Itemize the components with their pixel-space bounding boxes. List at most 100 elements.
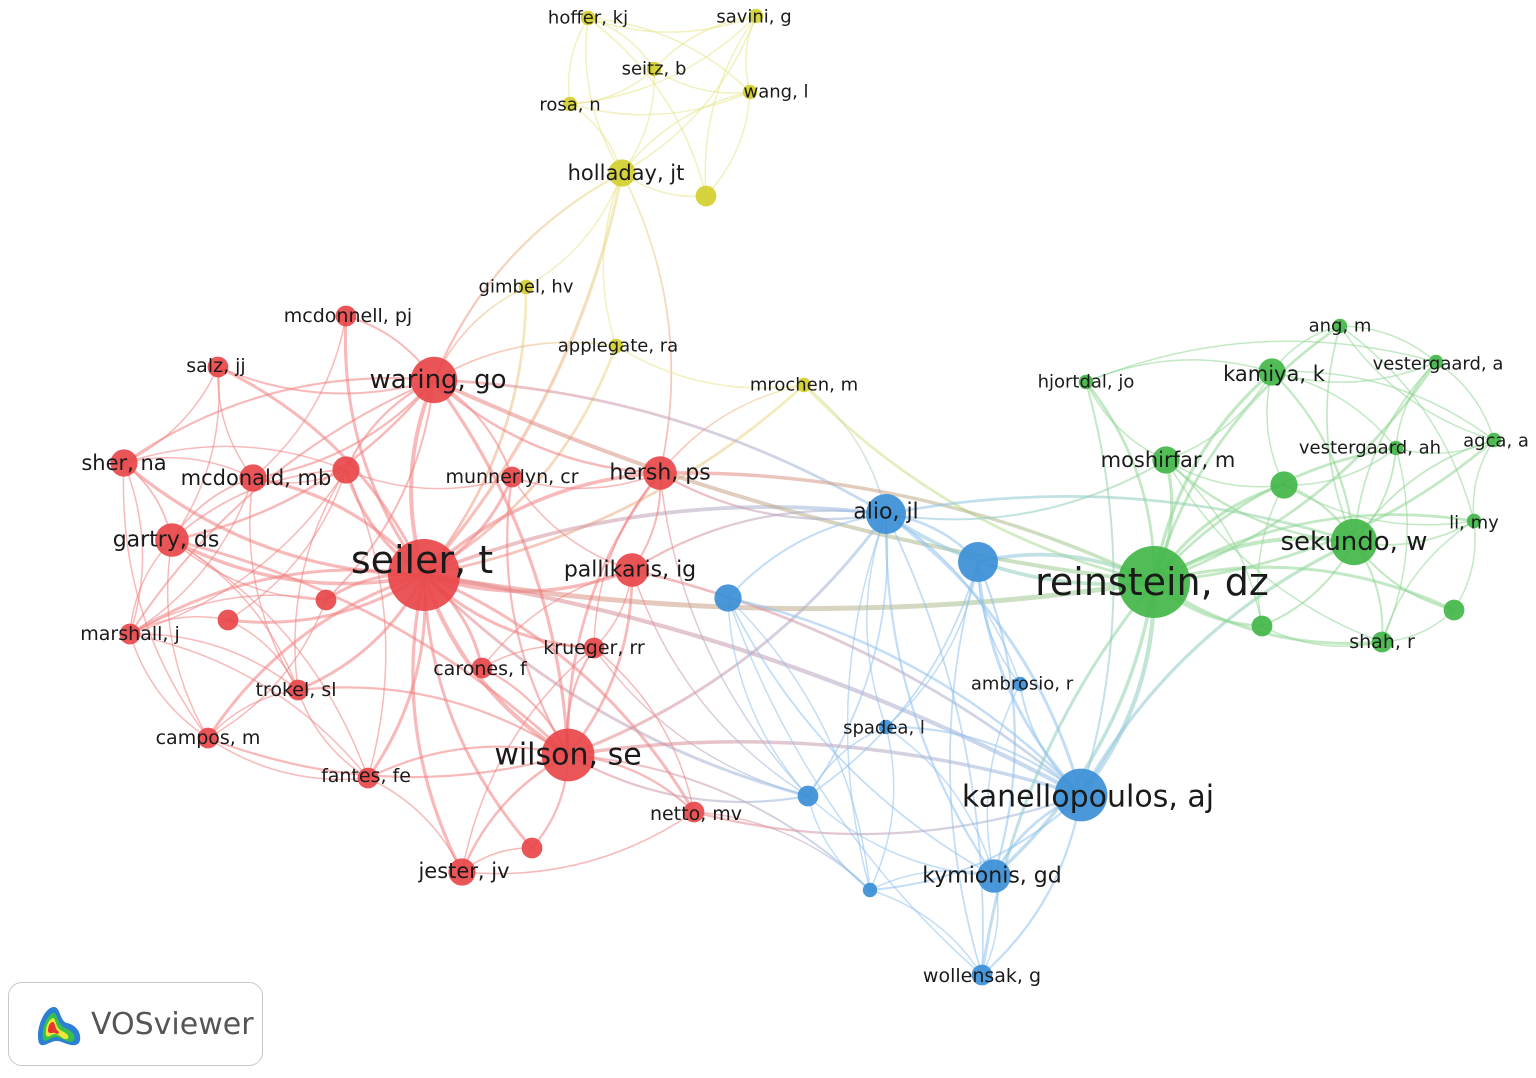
node-reinstein[interactable] [1118, 546, 1190, 618]
label-gimbel[interactable]: gimbel, hv [479, 277, 574, 298]
node-trokel[interactable] [287, 679, 309, 701]
node-gartry[interactable] [155, 523, 189, 557]
label-kamiya[interactable]: kamiya, k [1223, 362, 1326, 386]
label-krueger[interactable]: krueger, rr [543, 637, 645, 659]
node-kymionis[interactable] [977, 859, 1011, 893]
node-campos[interactable] [197, 727, 219, 749]
node-gimbel[interactable] [518, 279, 534, 295]
node-savini[interactable] [748, 8, 764, 24]
node-wollensak[interactable] [971, 964, 993, 986]
label-wang[interactable]: wang, l [743, 82, 808, 103]
node-jester[interactable] [448, 858, 476, 886]
node-applegate[interactable] [608, 338, 624, 354]
node-sekundo[interactable] [1330, 518, 1378, 566]
node-hersh[interactable] [643, 456, 677, 490]
node-krueger[interactable] [583, 637, 605, 659]
node-g1[interactable] [1270, 471, 1298, 499]
node-wilson[interactable] [541, 728, 595, 782]
label-ang[interactable]: ang, m [1309, 316, 1372, 337]
node-r3[interactable] [217, 609, 239, 631]
node-carones[interactable] [471, 657, 493, 679]
label-mcdonnell[interactable]: mcdonnell, pj [284, 305, 412, 327]
node-y1[interactable] [695, 185, 717, 207]
label-wollensak[interactable]: wollensak, g [923, 965, 1041, 987]
label-moshirfar[interactable]: moshirfar, m [1101, 448, 1236, 472]
label-campos[interactable]: campos, m [156, 727, 261, 749]
label-kymionis[interactable]: kymionis, gd [922, 864, 1061, 889]
label-netto[interactable]: netto, mv [650, 803, 742, 825]
label-seitz[interactable]: seitz, b [622, 59, 687, 80]
node-b3[interactable] [797, 785, 819, 807]
label-mcdonald[interactable]: mcdonald, mb [181, 466, 332, 490]
node-shah[interactable] [1371, 631, 1393, 653]
label-seiler[interactable]: seiler, t [351, 538, 493, 582]
node-mrochen[interactable] [796, 377, 812, 393]
label-ambrosio[interactable]: ambrosio, r [971, 674, 1074, 695]
label-mrochen[interactable]: mrochen, m [750, 375, 858, 396]
node-fantes[interactable] [357, 767, 379, 789]
node-moshirfar[interactable] [1152, 446, 1180, 474]
node-vestergaard-a[interactable] [1428, 354, 1444, 370]
node-hoffer[interactable] [580, 10, 596, 26]
node-mcdonald[interactable] [239, 464, 267, 492]
node-alio[interactable] [866, 494, 906, 534]
label-kanellopoulos[interactable]: kanellopoulos, aj [962, 780, 1214, 815]
node-b1[interactable] [958, 542, 998, 582]
node-r4[interactable] [521, 837, 543, 859]
node-netto[interactable] [683, 801, 705, 823]
label-trokel[interactable]: trokel, sl [255, 679, 336, 701]
node-ang[interactable] [1332, 318, 1348, 334]
label-jester[interactable]: jester, jv [417, 859, 509, 883]
label-waring[interactable]: waring, go [369, 365, 506, 395]
label-li[interactable]: li, my [1449, 513, 1499, 534]
label-vestergaard-a[interactable]: vestergaard, a [1373, 354, 1504, 375]
node-agca[interactable] [1486, 432, 1502, 448]
node-wang[interactable] [742, 84, 758, 100]
label-gartry[interactable]: gartry, ds [113, 528, 220, 553]
node-hjortdal[interactable] [1078, 374, 1094, 390]
label-sekundo[interactable]: sekundo, w [1281, 527, 1428, 557]
node-kamiya[interactable] [1258, 358, 1286, 386]
node-li[interactable] [1466, 513, 1482, 529]
node-salz[interactable] [207, 356, 229, 378]
node-vestergaard-ah[interactable] [1388, 440, 1404, 456]
label-shah[interactable]: shah, r [1349, 631, 1415, 653]
node-g3[interactable] [1443, 599, 1465, 621]
node-mcdonnell[interactable] [335, 305, 357, 327]
node-spadea[interactable] [878, 719, 894, 735]
label-pallikaris[interactable]: pallikaris, ig [564, 558, 696, 583]
label-fantes[interactable]: fantes, fe [321, 765, 411, 787]
label-wilson[interactable]: wilson, se [494, 738, 641, 773]
node-marshall[interactable] [119, 623, 141, 645]
node-g2[interactable] [1251, 615, 1273, 637]
node-pallikaris[interactable] [615, 553, 649, 587]
label-spadea[interactable]: spadea, l [843, 718, 925, 739]
label-agca[interactable]: agca, a [1463, 431, 1529, 452]
label-holladay[interactable]: holladay, jt [568, 161, 685, 185]
node-b4[interactable] [862, 882, 878, 898]
label-reinstein[interactable]: reinstein, dz [1035, 560, 1269, 604]
label-alio[interactable]: alio, jl [853, 500, 918, 525]
label-vestergaard-ah[interactable]: vestergaard, ah [1299, 438, 1441, 459]
label-rosa[interactable]: rosa, n [539, 95, 600, 116]
node-seiler[interactable] [388, 539, 460, 611]
label-hjortdal[interactable]: hjortdal, jo [1038, 372, 1135, 393]
node-holladay[interactable] [608, 159, 636, 187]
node-sher[interactable] [110, 449, 138, 477]
label-savini[interactable]: savini, g [716, 7, 791, 28]
node-kanellopoulos[interactable] [1054, 768, 1108, 822]
node-b2[interactable] [714, 584, 742, 612]
label-applegate[interactable]: applegate, ra [558, 336, 678, 357]
node-r2[interactable] [315, 589, 337, 611]
label-marshall[interactable]: marshall, j [80, 623, 179, 645]
node-seitz[interactable] [646, 61, 662, 77]
node-ambrosio[interactable] [1012, 676, 1028, 692]
label-hersh[interactable]: hersh, ps [609, 461, 710, 486]
label-carones[interactable]: carones, f [433, 658, 528, 680]
node-waring[interactable] [410, 356, 458, 404]
label-sher[interactable]: sher, na [81, 451, 166, 475]
label-munnerlyn[interactable]: munnerlyn, cr [445, 466, 578, 488]
node-r1[interactable] [332, 456, 360, 484]
node-rosa[interactable] [562, 96, 578, 112]
